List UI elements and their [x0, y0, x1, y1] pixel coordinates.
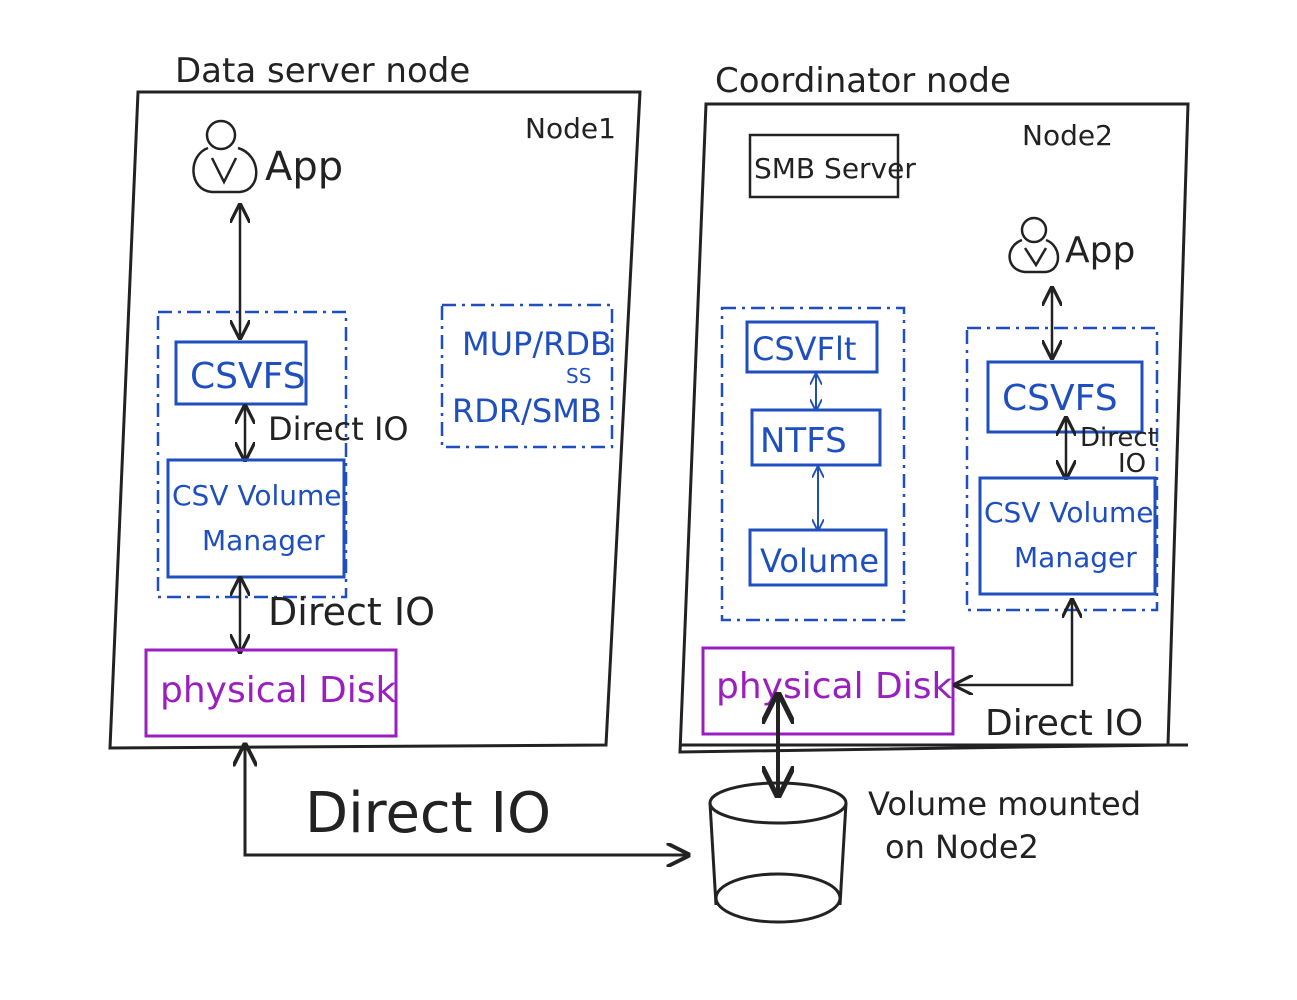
volume-label: Volume	[760, 542, 879, 580]
app-left-label: App	[265, 144, 343, 190]
csv-volume-left-line2: Manager	[202, 524, 325, 557]
user-icon-left	[192, 119, 258, 194]
direct-io-right-bottom: Direct IO	[985, 703, 1143, 744]
mup-rdb-label: MUP/RDB	[462, 325, 612, 363]
arrow-volmgr-disk-right	[955, 600, 1072, 685]
volume-mounted-line1: Volume mounted	[868, 785, 1141, 823]
smb-server-label: SMB Server	[754, 152, 916, 185]
csv-volume-manager-box-right	[978, 476, 1157, 596]
rdr-smb-label: RDR/SMB	[452, 392, 602, 430]
csv-volume-right-line1: CSV Volume	[984, 496, 1154, 529]
volume-mounted-line2: on Node2	[885, 828, 1039, 866]
physical-disk-box-left	[144, 648, 398, 738]
csv-volume-right-line2: Manager	[1014, 541, 1137, 574]
physical-disk-left-label: physical Disk	[160, 670, 397, 711]
csvflt-box	[745, 320, 879, 374]
physical-disk-right-label: physical Disk	[716, 666, 953, 707]
volume-box	[748, 528, 888, 587]
mup-rdb-group	[440, 303, 614, 449]
direct-io-left-2: Direct IO	[268, 590, 435, 634]
ntfs-label: NTFS	[760, 421, 847, 461]
data-server-node-label: Data server node	[175, 51, 470, 91]
arrow-left-disk-cylinder	[245, 745, 688, 855]
node2-label: Node2	[1022, 119, 1113, 152]
smb-server-box	[748, 133, 900, 199]
disk-cylinder-icon	[708, 781, 848, 924]
ntfs-box	[750, 408, 882, 467]
node1-label: Node1	[525, 112, 616, 145]
direct-right-line1: Direct	[1080, 423, 1158, 453]
direct-io-left-1: Direct IO	[268, 410, 409, 448]
direct-right-line2: IO	[1118, 449, 1146, 479]
coordinator-node-label: Coordinator node	[715, 61, 1011, 101]
csv-stack-group-left	[156, 310, 348, 599]
direct-io-bottom-label: Direct IO	[305, 781, 551, 846]
user-icon-right	[1008, 216, 1060, 274]
app-right-label: App	[1065, 230, 1135, 271]
csv-stack-group-right	[965, 326, 1159, 612]
csv-volume-manager-box-left	[166, 458, 346, 579]
csv-volume-left-line1: CSV Volume	[172, 479, 342, 512]
csvflt-stack-group	[720, 306, 906, 622]
csvfs-left-label: CSVFS	[190, 356, 306, 397]
csvfs-right-label: CSVFS	[1002, 378, 1118, 419]
csvflt-label: CSVFlt	[752, 330, 856, 368]
ss-label: SS	[566, 364, 591, 388]
